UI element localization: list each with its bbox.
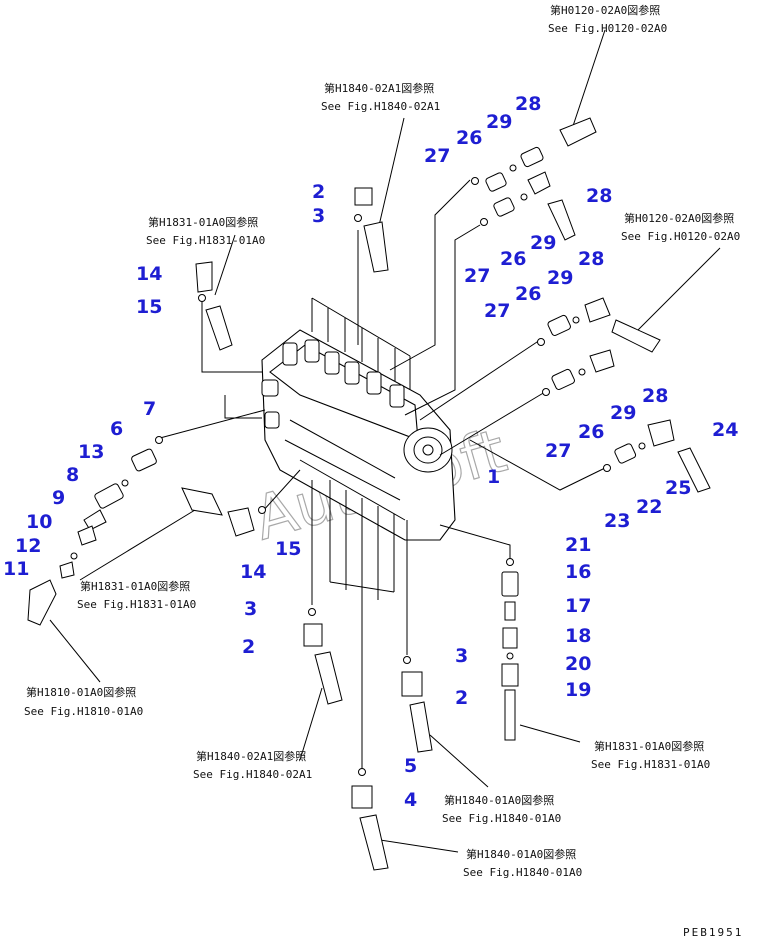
callout-29: 29 [547,267,573,289]
callout-28: 28 [586,185,612,207]
ref-h1840-bottom-jp: 第H1840-02A1図参照 [196,749,306,763]
callout-14: 14 [136,263,162,285]
callout-27: 27 [484,300,510,322]
ref-h1840-b-en: See Fig.H1840-01A0 [463,866,582,879]
callout-17: 17 [565,595,591,617]
callout-16: 16 [565,561,591,583]
callout-28: 28 [578,248,604,270]
callout-28: 28 [515,93,541,115]
ref-h1831-left-en: See Fig.H1831-01A0 [146,234,265,247]
ref-h1840-bottom-en: See Fig.H1840-02A1 [193,768,312,781]
figure-references: 第H0120-02A0図参照 See Fig.H0120-02A0 第H1840… [24,3,740,879]
fittings [27,117,711,871]
callout-22: 22 [636,496,662,518]
callout-10: 10 [26,511,52,533]
callout-19: 19 [565,679,591,701]
callout-1: 1 [487,466,500,488]
callout-26: 26 [456,127,482,149]
callout-7: 7 [143,398,156,420]
callout-28: 28 [642,385,668,407]
ref-h1810-en: See Fig.H1810-01A0 [24,705,143,718]
ref-h1840-b-jp: 第H1840-01A0図参照 [466,847,576,861]
callout-26: 26 [500,248,526,270]
callout-3: 3 [312,205,325,227]
ref-h0120-top-jp: 第H0120-02A0図参照 [550,3,660,17]
callout-3: 3 [455,645,468,667]
callout-26: 26 [578,421,604,443]
ref-h1831-left-jp: 第H1831-01A0図参照 [148,215,258,229]
callout-2: 2 [312,181,325,203]
ref-h1831-mid-en: See Fig.H1831-01A0 [77,598,196,611]
callout-25: 25 [665,477,691,499]
callout-8: 8 [66,464,79,486]
callout-27: 27 [424,145,450,167]
ref-h1840-top-en: See Fig.H1840-02A1 [321,100,440,113]
callout-9: 9 [52,487,65,509]
callout-2: 2 [242,636,255,658]
callout-29: 29 [486,111,512,133]
ref-h1840-top-jp: 第H1840-02A1図参照 [324,81,434,95]
callout-24: 24 [712,419,738,441]
callout-11: 11 [3,558,29,580]
callout-23: 23 [604,510,630,532]
callout-4: 4 [404,789,417,811]
ref-h0120-right-en: See Fig.H0120-02A0 [621,230,740,243]
ref-h1840-a-jp: 第H1840-01A0図参照 [444,793,554,807]
callout-14: 14 [240,561,266,583]
callout-26: 26 [515,283,541,305]
callout-29: 29 [530,232,556,254]
connection-lines [49,29,721,853]
callout-numbers: 28 29 26 27 28 29 26 27 2 3 14 15 28 29 … [3,93,738,811]
drawing-code: PEB1951 [683,926,743,939]
callout-6: 6 [110,418,123,440]
callout-3: 3 [244,598,257,620]
callout-20: 20 [565,653,591,675]
callout-15: 15 [275,538,301,560]
callout-2: 2 [455,687,468,709]
ref-h1810-jp: 第H1810-01A0図参照 [26,685,136,699]
ref-h1831-mid-jp: 第H1831-01A0図参照 [80,579,190,593]
ref-h1831-right-en: See Fig.H1831-01A0 [591,758,710,771]
callout-13: 13 [78,441,104,463]
control-valve-body [261,297,456,600]
callout-29: 29 [610,402,636,424]
callout-27: 27 [464,265,490,287]
callout-12: 12 [15,535,41,557]
callout-21: 21 [565,534,591,556]
callout-5: 5 [404,755,417,777]
ref-h1840-a-en: See Fig.H1840-01A0 [442,812,561,825]
callout-27: 27 [545,440,571,462]
ref-h0120-top-en: See Fig.H0120-02A0 [548,22,667,35]
ref-h0120-right-jp: 第H0120-02A0図参照 [624,211,734,225]
callout-15: 15 [136,296,162,318]
ref-h1831-right-jp: 第H1831-01A0図参照 [594,739,704,753]
callout-18: 18 [565,625,591,647]
